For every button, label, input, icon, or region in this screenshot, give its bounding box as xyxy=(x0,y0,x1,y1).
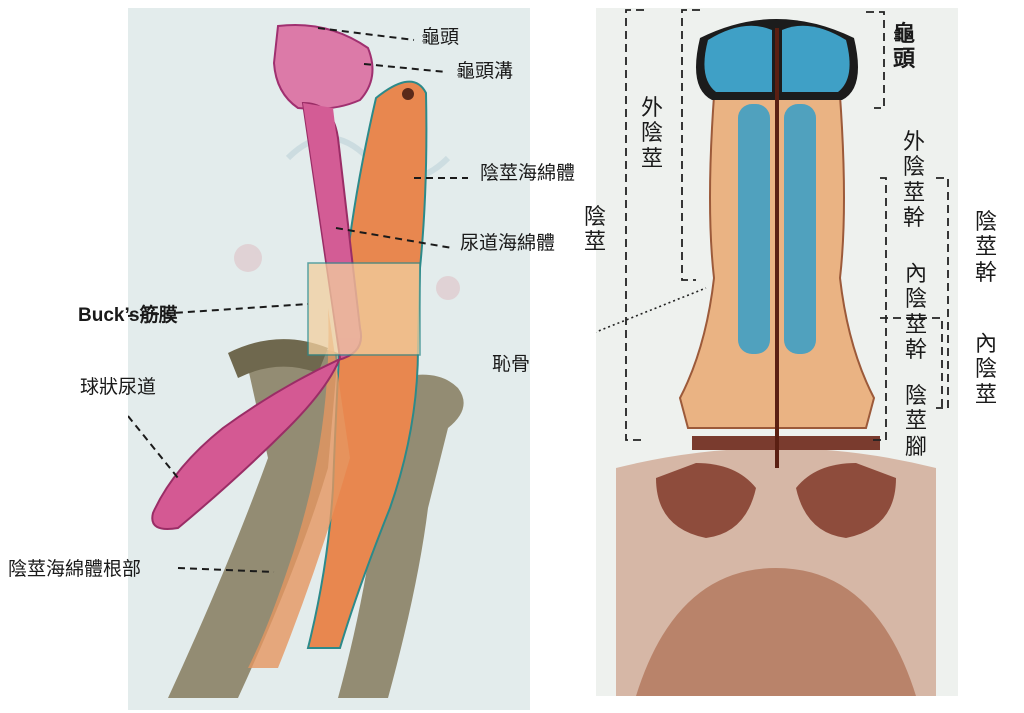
label-internal-penis: 內 陰 莖 xyxy=(975,332,998,408)
label-coronal-sulcus: 龜頭溝 xyxy=(456,60,514,82)
bucks-fascia-band xyxy=(307,262,421,356)
pubic-bone-left xyxy=(168,348,338,698)
left-leader-lines xyxy=(128,27,468,573)
label-glans-vertical: 龜 頭 xyxy=(893,22,916,73)
label-bulbar-urethra: 球狀尿道 xyxy=(80,376,157,398)
pubic-bone-right xyxy=(338,374,464,698)
label-corpus-cavernosum: 陰莖海綿體 xyxy=(480,162,576,184)
cavernosum-column-left xyxy=(738,104,770,354)
label-glans: 龜頭 xyxy=(421,26,460,48)
pubic-pointer xyxy=(596,287,707,333)
right-anatomy-drawing xyxy=(596,9,949,696)
label-external-penis: 外 陰 莖 xyxy=(641,96,664,172)
urethral-meatus xyxy=(402,88,414,100)
label-shaft: 陰 莖 幹 xyxy=(975,210,998,286)
label-penis: 陰 莖 xyxy=(584,205,607,256)
label-pubic-bone: 恥骨 xyxy=(492,353,531,375)
left-anatomy-drawing xyxy=(128,23,468,698)
label-crus-root: 陰莖海綿體根部 xyxy=(8,558,142,580)
label-corpus-spongiosum: 尿道海綿體 xyxy=(460,232,556,254)
cavernosum-column-right xyxy=(784,104,816,354)
label-bucks-fascia: Buck’s筋膜 xyxy=(78,305,178,326)
label-internal-shaft: 內 陰 莖 幹 xyxy=(905,262,928,363)
glans xyxy=(272,23,374,110)
label-crus: 陰 莖 腳 xyxy=(905,384,928,460)
right-illustration-panel xyxy=(596,8,958,696)
label-external-shaft: 外 陰 莖 幹 xyxy=(903,130,926,231)
right-brackets xyxy=(625,9,949,441)
left-illustration-panel xyxy=(128,8,530,710)
